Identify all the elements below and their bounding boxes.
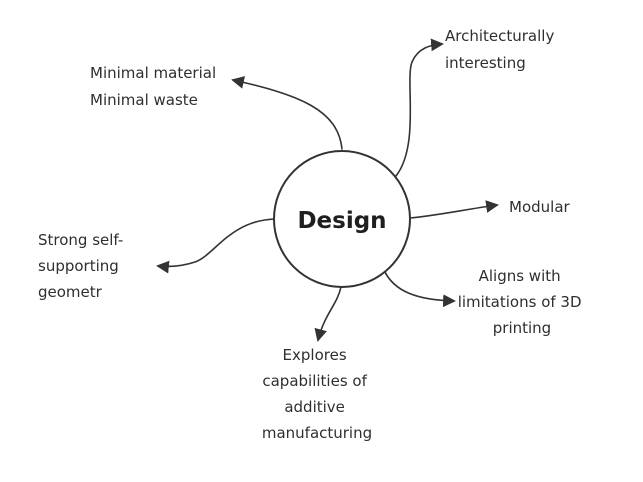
branch-architectural-label: Architecturally interesting [445,27,559,72]
branch-minimal-line-1: Minimal material [90,64,216,82]
connector-architecturally-interesting [395,38,444,177]
branch-architectural-line-1: Architecturally [445,27,554,45]
branch-explores-line-1: Explores [283,346,347,364]
connector-modular [409,200,499,219]
connector-aligns-with-limitations [383,269,456,308]
branch-strong-line-2: supporting [38,257,119,275]
connector-explores-capabilities [314,286,342,342]
branch-explores-line-4: manufacturing [262,424,372,442]
branch-strong-line-3: geometr [38,283,103,301]
branch-minimal-label: Minimal material Minimal waste [90,64,221,109]
branch-aligns-line-3: printing [493,319,551,337]
branch-modular-label: Modular [509,198,571,216]
center-node: Design [273,150,411,288]
branch-explores-line-3: additive [284,398,345,416]
branch-architectural-line-2: interesting [445,54,526,72]
branch-strong-line-1: Strong self- [38,231,123,249]
branch-aligns-line-1: Aligns with [479,267,561,285]
connector-strong-self-supporting [156,218,277,274]
branch-explores-label: Explores capabilities of additive manufa… [262,346,372,442]
connector-minimal-material [231,76,343,150]
center-label: Design [297,208,386,234]
branch-explores-line-2: capabilities of [262,372,367,390]
branch-strong-label: Strong self- supporting geometr [38,231,128,301]
branch-aligns-label: Aligns with limitations of 3D printing [458,267,587,337]
branch-modular-line-1: Modular [509,198,571,216]
branch-aligns-line-2: limitations of 3D [458,293,582,311]
branch-minimal-line-2: Minimal waste [90,91,198,109]
